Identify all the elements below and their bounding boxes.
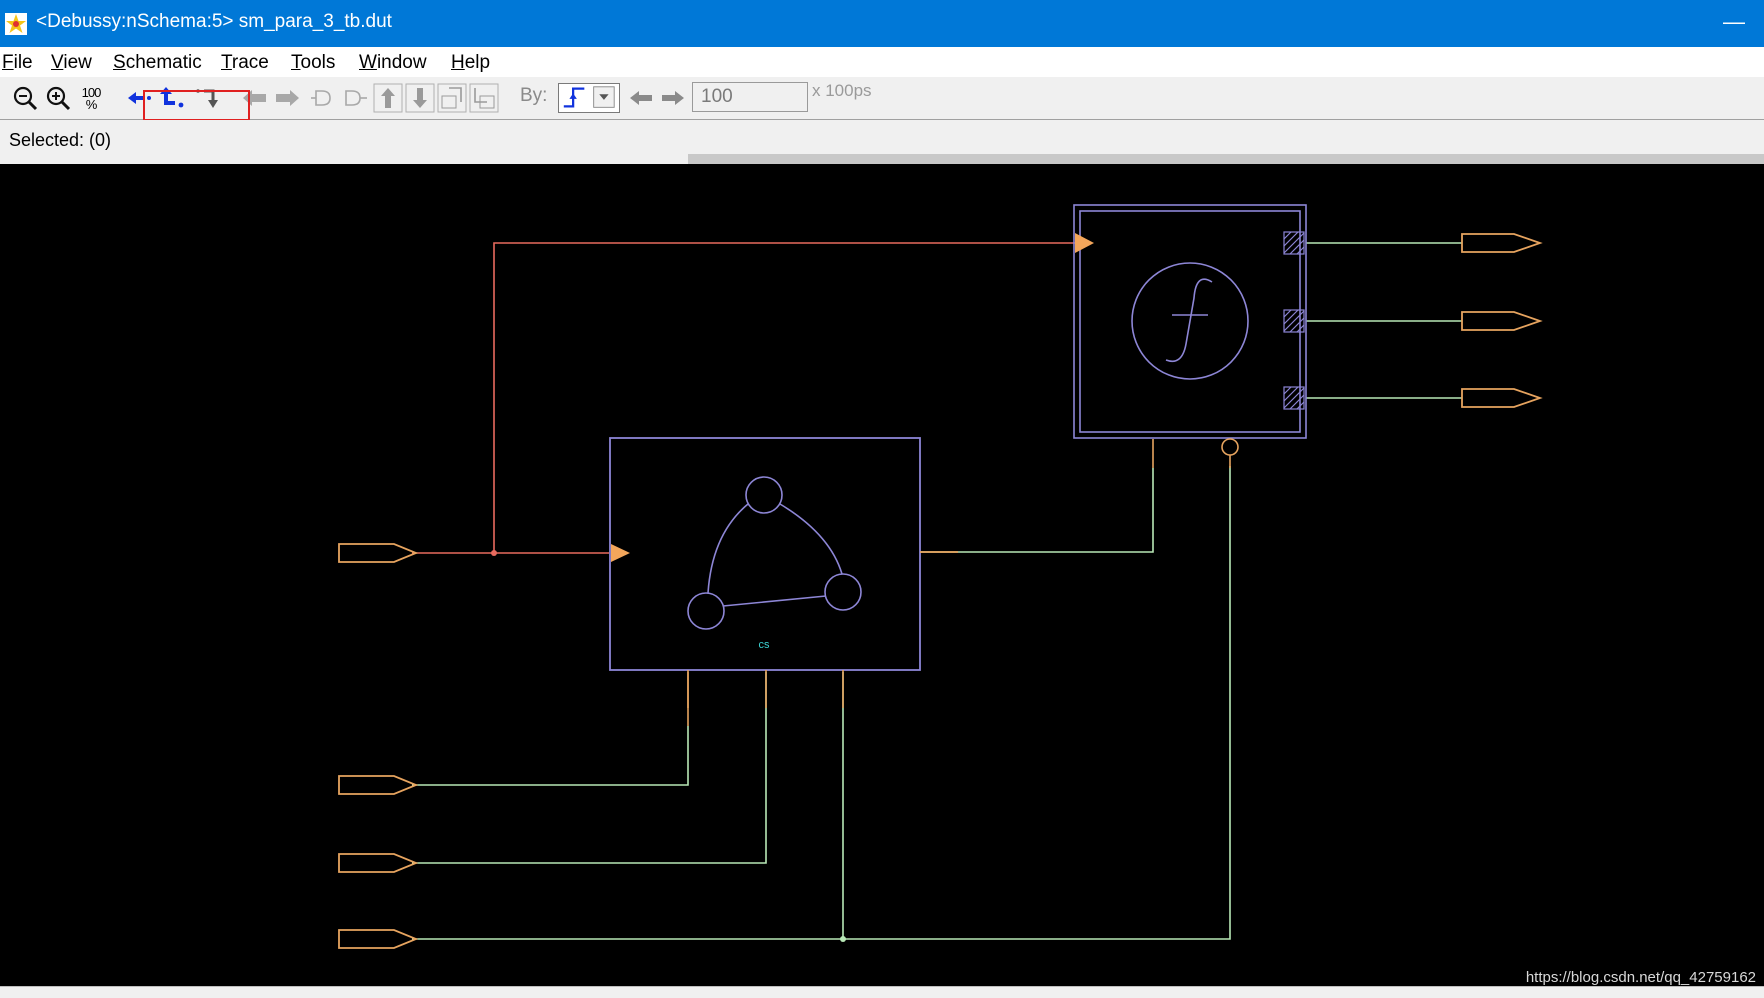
output-port[interactable] (1461, 233, 1543, 253)
fsm-label: cs (759, 639, 771, 651)
function-block[interactable] (1073, 204, 1307, 468)
menu-view[interactable]: View (51, 52, 92, 73)
time-step-input[interactable] (692, 82, 808, 112)
output-register-icon (1283, 231, 1305, 410)
zoom-in-icon[interactable] (43, 83, 73, 113)
fsm-state-diagram-icon (687, 476, 862, 630)
trace-next-icon[interactable] (272, 83, 302, 113)
menu-tools[interactable]: Tools (291, 52, 336, 73)
inverted-input-bubble (1221, 438, 1239, 456)
output-port[interactable] (1461, 388, 1543, 408)
arrow-up-icon[interactable] (373, 83, 403, 113)
time-next-icon[interactable] (658, 83, 688, 113)
input-port[interactable] (338, 929, 419, 949)
menu-window[interactable]: Window (359, 52, 427, 73)
function-icon (1131, 262, 1249, 380)
edge-rising-icon (563, 86, 615, 108)
selected-count: Selected: (0) (9, 130, 112, 150)
zoom-100-icon[interactable]: 100 % (81, 85, 102, 112)
window-title: <Debussy:nSchema:5> sm_para_3_tb.dut (36, 11, 392, 32)
net-clock[interactable] (412, 242, 1076, 554)
menu-file[interactable]: File (2, 52, 33, 73)
output-port[interactable] (1461, 311, 1543, 331)
input-port[interactable] (338, 543, 419, 563)
by-label: By: (520, 85, 548, 106)
status-bar: Selected: (0) (0, 120, 1764, 164)
time-prev-icon[interactable] (626, 83, 656, 113)
zoom-out-icon[interactable] (10, 83, 40, 113)
dummy-load-icon[interactable] (308, 83, 338, 113)
watermark: https://blog.csdn.net/qq_42759162 (1525, 969, 1756, 986)
input-port[interactable] (338, 853, 419, 873)
menu-trace[interactable]: Trace (221, 52, 269, 73)
net-input-2[interactable] (412, 726, 689, 786)
by-dropdown[interactable] (558, 83, 620, 113)
bottom-scrollbar[interactable] (0, 986, 1764, 998)
menu-schematic[interactable]: Schematic (113, 52, 202, 73)
input-port[interactable] (338, 775, 419, 795)
net-input-4[interactable] (412, 466, 1231, 940)
highlight-box (143, 90, 250, 121)
pop-icon[interactable] (469, 83, 499, 113)
minimize-button[interactable]: — (1723, 9, 1745, 34)
time-unit-label: x 100ps (812, 81, 872, 100)
net-input-3[interactable] (412, 672, 767, 864)
arrow-down-icon[interactable] (405, 83, 435, 113)
push-icon[interactable] (437, 83, 467, 113)
net-junction (840, 936, 846, 942)
net-state[interactable] (920, 468, 1154, 553)
trace-back-icon[interactable] (124, 83, 154, 113)
menu-help[interactable]: Help (451, 52, 491, 73)
toolbar: 100 % By: (0, 77, 1764, 120)
title-bar: <Debussy:nSchema:5> sm_para_3_tb.dut — (0, 0, 1764, 47)
app-icon (4, 12, 28, 36)
horizontal-scrollbar[interactable] (688, 154, 1764, 164)
schematic-canvas[interactable]: cs https://blog.csdn.net/qq_4 (0, 164, 1764, 986)
function-f-icon (1165, 278, 1213, 363)
dummy-driver-icon[interactable] (340, 83, 370, 113)
fsm-block[interactable]: cs (609, 437, 958, 708)
net-junction (491, 550, 497, 556)
menu-bar: File View Schematic Trace Tools Window H… (0, 47, 1764, 77)
